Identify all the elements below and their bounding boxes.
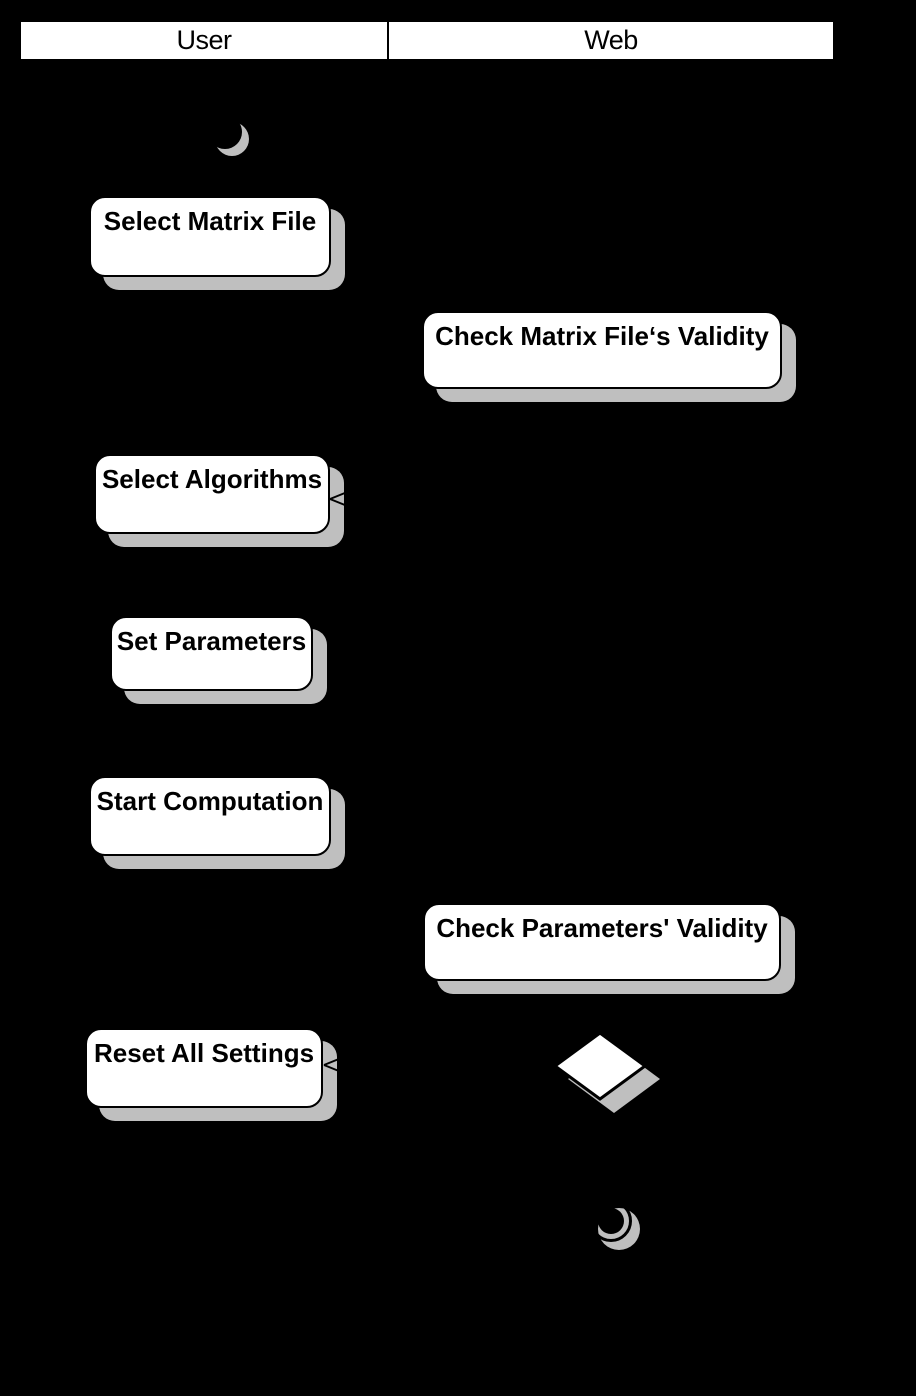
edge-check-matrix-validity-down (596, 388, 598, 498)
action-body: Set Parameters (110, 616, 313, 691)
final-node-core (597, 1207, 625, 1235)
action-body: Reset All Settings (85, 1028, 323, 1108)
action-label: Check Parameters' Validity (436, 913, 768, 943)
edge-to-select-algorithms (336, 498, 598, 500)
edge-select-algorithms-to-set-parameters (211, 533, 213, 616)
edge-to-reset-all-settings (330, 1064, 600, 1066)
lane-header-web[interactable]: Web (389, 22, 833, 59)
edge-start-to-select-matrix-file (224, 148, 226, 198)
final-node-ring (590, 1200, 632, 1242)
lane-title-user: User (176, 25, 232, 55)
final-node[interactable] (590, 1200, 640, 1250)
edge-to-check-parameters-validity (210, 925, 600, 927)
edge-select-matrix-file-down (210, 275, 212, 333)
initial-node[interactable] (208, 115, 249, 156)
decision-node[interactable] (552, 1031, 660, 1113)
action-label: Select Matrix File (103, 206, 317, 236)
action-body: Select Matrix File (89, 196, 331, 277)
action-body: Check Matrix File‘s Validity (422, 311, 782, 389)
initial-node-body (208, 115, 242, 149)
action-check-parameters-validity[interactable]: Check Parameters' Validity (423, 903, 795, 994)
action-body: Select Algorithms (94, 454, 330, 534)
action-body: Check Parameters' Validity (423, 903, 781, 981)
edge-decision-to-end (599, 1098, 601, 1206)
action-label: Set Parameters (116, 626, 307, 656)
edge-start-computation-down (210, 855, 212, 925)
decision-node-outline (552, 1031, 648, 1101)
lane-header-user[interactable]: User (21, 22, 387, 59)
action-reset-all-settings[interactable]: Reset All Settings (85, 1028, 337, 1121)
action-label: Reset All Settings (93, 1038, 315, 1068)
action-label: Start Computation (96, 786, 324, 816)
edge-to-check-matrix-validity (210, 333, 598, 335)
action-select-algorithms[interactable]: Select Algorithms (94, 454, 344, 547)
action-label: Check Matrix File‘s Validity (435, 321, 769, 351)
action-label: Select Algorithms (101, 464, 323, 494)
action-check-matrix-validity[interactable]: Check Matrix File‘s Validity (422, 311, 796, 402)
action-body: Start Computation (89, 776, 331, 856)
action-set-parameters[interactable]: Set Parameters (110, 616, 327, 704)
edge-check-parameters-validity-down (599, 981, 601, 1052)
edge-set-parameters-to-start-computation (211, 690, 213, 778)
action-select-matrix-file[interactable]: Select Matrix File (89, 196, 345, 290)
lane-title-web: Web (584, 25, 638, 55)
action-start-computation[interactable]: Start Computation (89, 776, 345, 869)
